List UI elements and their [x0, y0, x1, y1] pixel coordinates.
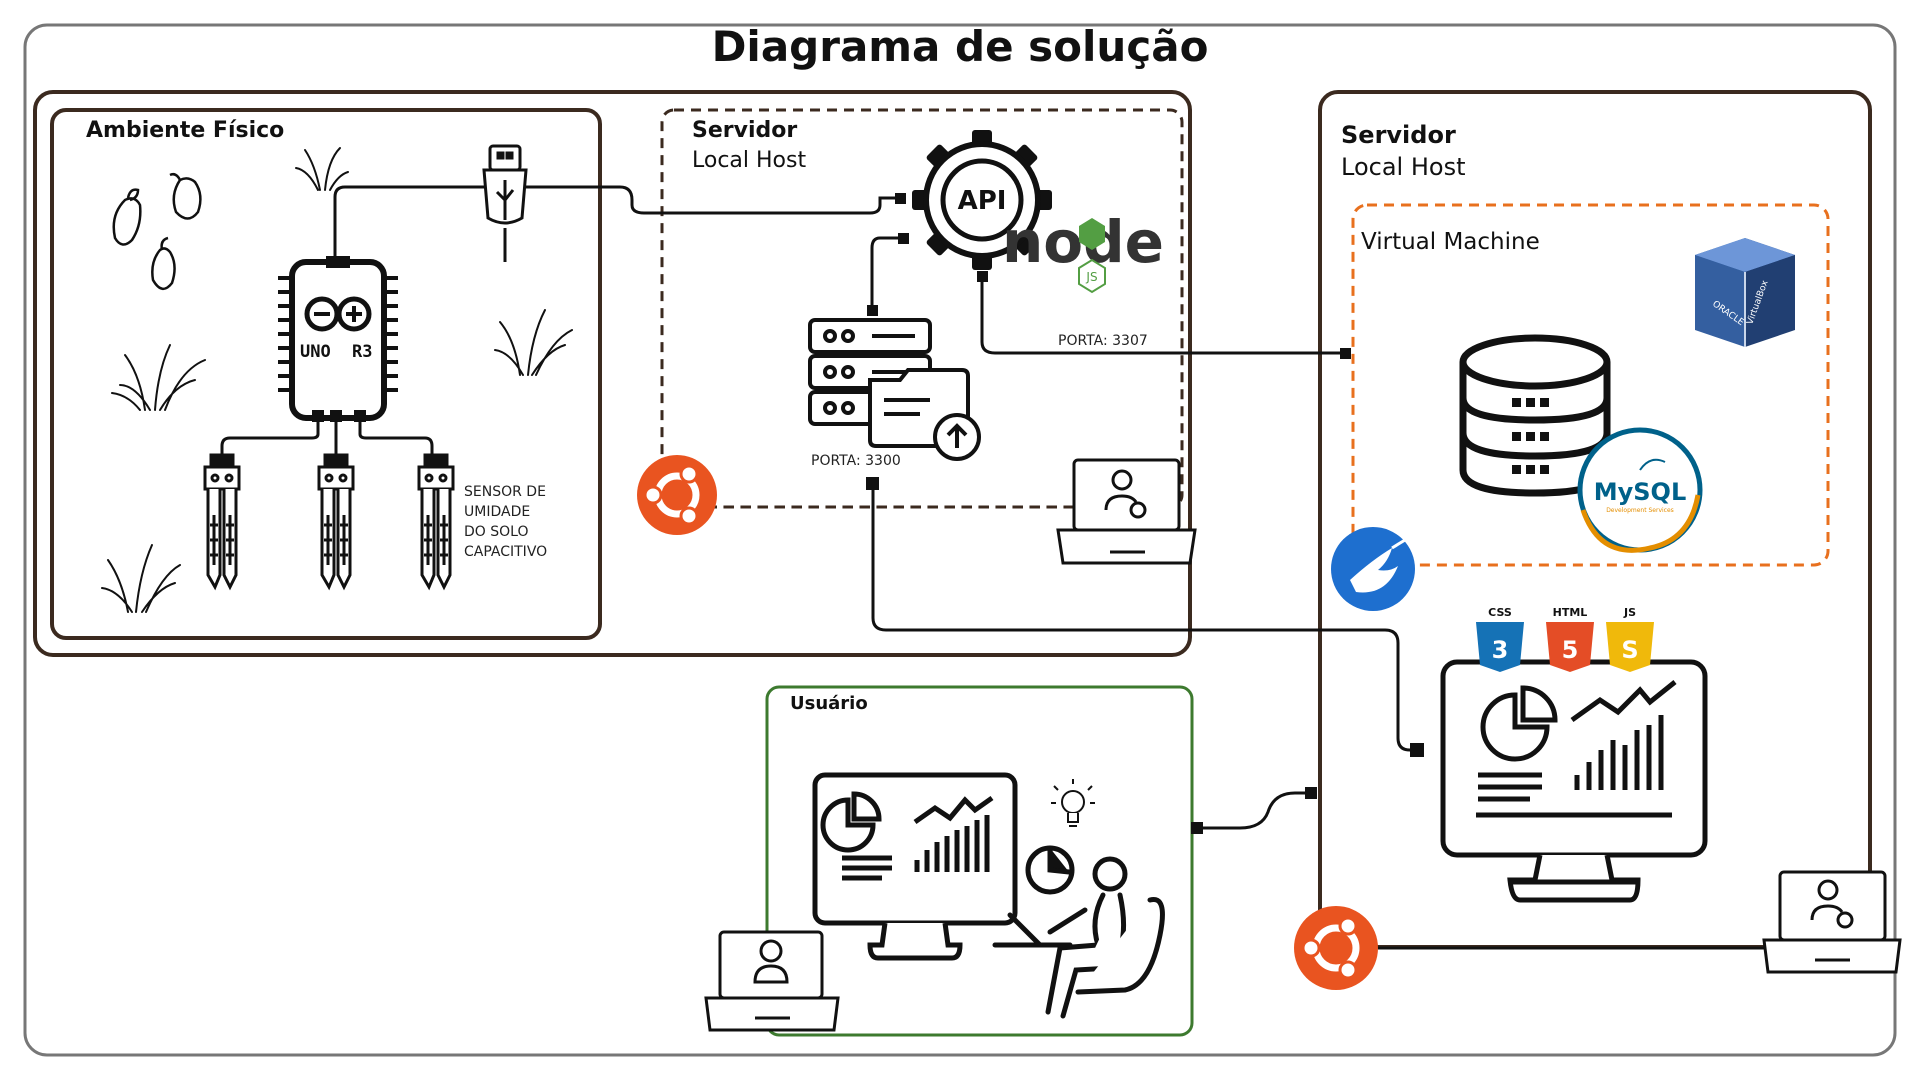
servidor-right-label: Servidor — [1341, 121, 1456, 149]
api-gear-icon: API — [912, 130, 1052, 270]
connection-terminals — [866, 193, 1424, 834]
servidor-left-sublabel: Local Host — [692, 148, 807, 173]
board-label-r3: R3 — [352, 342, 372, 362]
css-badge-number: 3 — [1492, 636, 1509, 664]
mysql-sub-label: Development Services — [1606, 507, 1674, 514]
sensor-label-line1: SENSOR DE — [464, 484, 546, 500]
port-3307-label: PORTA: 3307 — [1058, 333, 1148, 349]
admin-laptop-icon — [1056, 458, 1197, 565]
node-js-badge: JS — [1085, 270, 1097, 284]
mysql-logo: MySQL Development Services — [1577, 427, 1703, 553]
api-label: API — [958, 186, 1007, 216]
diagram-title: Diagrama de solução — [711, 22, 1209, 71]
connection-lines — [220, 185, 1768, 950]
html5-logo: 5 HTML — [1546, 606, 1594, 672]
usuario-label: Usuário — [790, 693, 868, 714]
outer-frame — [23, 23, 1897, 1057]
html-badge-number: 5 — [1562, 636, 1579, 664]
nodejs-logo: node JS — [1002, 208, 1164, 294]
admin-laptop-right-icon — [1762, 870, 1902, 974]
ambiente-fisico-label: Ambiente Físico — [86, 118, 285, 143]
usuario-frame — [765, 685, 1194, 1037]
cashew-fruit-icon — [112, 172, 202, 290]
hummingbird-logo — [1331, 527, 1415, 611]
port-3300-label: PORTA: 3300 — [811, 453, 901, 469]
servidor-right-sublabel: Local Host — [1341, 153, 1466, 181]
mysql-label: MySQL — [1594, 478, 1687, 506]
left-group-frame — [33, 90, 1192, 657]
js-label: JS — [1623, 606, 1636, 619]
js-badge-letter: S — [1621, 636, 1638, 664]
js-logo: S JS — [1606, 606, 1654, 672]
arduino-uno-r3-board: UNO R3 — [278, 256, 398, 422]
sensor-label-line3: DO SOLO — [464, 524, 528, 540]
sensor-label-line2: UMIDADE — [464, 504, 530, 520]
usb-connector-icon — [482, 144, 528, 262]
board-label-uno: UNO — [300, 342, 331, 362]
css3-logo: 3 CSS — [1476, 606, 1524, 672]
sensor-label-line4: CAPACITIVO — [464, 544, 547, 560]
plant-icon — [101, 147, 573, 613]
file-server-icon — [808, 318, 981, 461]
soil-moisture-sensor — [203, 453, 455, 591]
ubuntu-logo-left — [637, 455, 717, 535]
ambiente-fisico-frame — [50, 108, 602, 640]
html-label: HTML — [1553, 606, 1588, 619]
lightbulb-icon — [1051, 779, 1095, 827]
servidor-left-frame — [660, 108, 1184, 509]
ubuntu-logo-right — [1294, 906, 1378, 990]
virtual-machine-label: Virtual Machine — [1361, 229, 1540, 255]
virtualbox-logo: ORACLE VirtualBox — [1695, 238, 1795, 347]
web-dashboard-monitor-icon — [1440, 659, 1708, 903]
virtual-machine-frame — [1351, 203, 1830, 567]
css-label: CSS — [1488, 606, 1512, 619]
user-dashboard-monitor-icon — [812, 772, 1018, 961]
user-laptop-icon — [704, 930, 840, 1032]
user-at-desk-icon — [992, 845, 1165, 1019]
servidor-left-label: Servidor — [692, 118, 798, 143]
